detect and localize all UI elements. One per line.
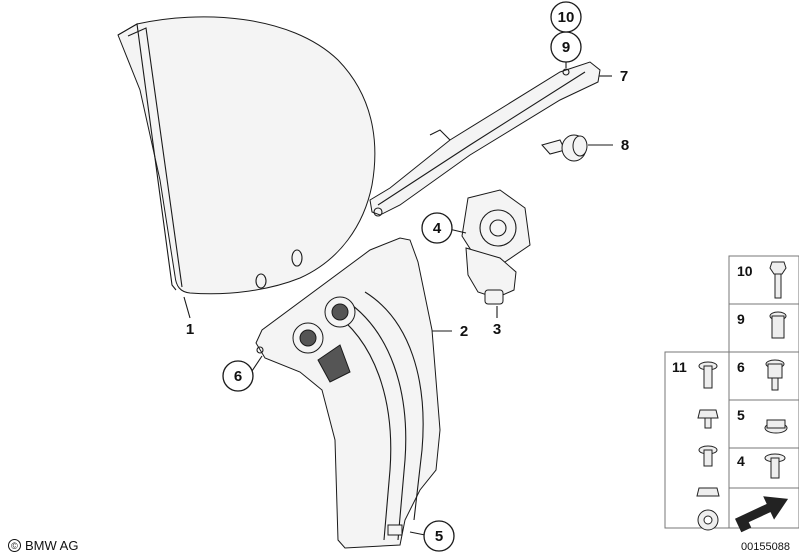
svg-text:3: 3 (493, 321, 501, 338)
direction-arrow-icon (734, 496, 789, 533)
washer-11-icon (697, 509, 719, 531)
svg-text:9: 9 (737, 311, 745, 327)
callout-1: 1 (186, 321, 194, 338)
callout-8: 8 (621, 137, 629, 154)
callout-3: 3 (493, 321, 501, 338)
svg-text:8: 8 (621, 137, 629, 154)
nut-11-icon (697, 409, 719, 429)
callout-5: 5 (423, 520, 455, 552)
screw-11-icon (698, 361, 718, 389)
svg-text:4: 4 (737, 453, 745, 469)
callout-6: 6 (222, 360, 254, 392)
svg-text:7: 7 (620, 68, 628, 85)
window-glass (117, 16, 376, 295)
svg-text:6: 6 (737, 359, 745, 375)
callout-7: 7 (620, 68, 628, 85)
nut-5-icon (764, 419, 788, 434)
hardware-panel: 10 9 11 (664, 255, 799, 533)
svg-text:6: 6 (234, 368, 242, 385)
callout-4: 4 (421, 212, 453, 244)
screw-11b-icon (698, 445, 718, 467)
svg-text:10: 10 (737, 263, 753, 279)
svg-text:9: 9 (562, 39, 570, 56)
clip-part (541, 134, 588, 162)
callout-10: 10 (550, 1, 582, 33)
screw-4-icon (764, 453, 786, 479)
svg-text:5: 5 (435, 528, 443, 545)
svg-text:11: 11 (672, 359, 687, 375)
svg-text:5: 5 (737, 407, 745, 423)
callout-2: 2 (460, 323, 468, 340)
copyright-icon: © (8, 539, 21, 552)
leader-lines (183, 61, 613, 536)
nut-11b-icon (696, 487, 720, 497)
brand-name: BMW AG (25, 538, 79, 553)
bolt-6-icon (765, 359, 785, 391)
bolt-10-icon (769, 261, 787, 299)
svg-text:2: 2 (460, 323, 468, 340)
brand-footer: © BMW AG (8, 538, 78, 553)
svg-text:10: 10 (558, 9, 575, 26)
callout-9: 9 (550, 31, 582, 63)
guide-rail (369, 61, 601, 217)
svg-text:1: 1 (186, 321, 194, 338)
svg-text:4: 4 (433, 220, 442, 237)
window-motor (461, 189, 531, 305)
window-regulator (255, 237, 441, 549)
document-number: 00155088 (741, 541, 790, 553)
stud-9-icon (769, 311, 787, 339)
